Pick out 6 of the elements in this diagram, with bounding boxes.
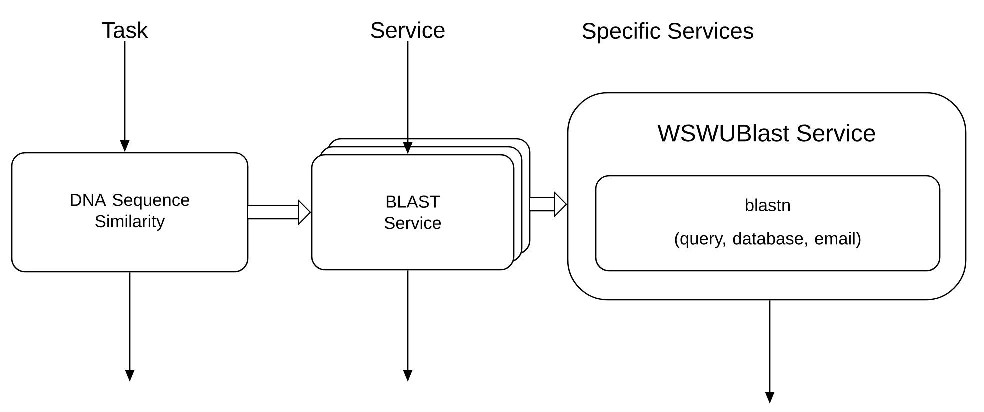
column-heading: Service <box>371 22 445 38</box>
column-heading: Task <box>102 22 148 38</box>
process-box: blastn (query, database, email) <box>595 175 941 272</box>
process-box: DNA Sequence Similarity <box>11 152 249 273</box>
column-heading: Specific Services <box>582 22 754 44</box>
process-box: BLAST Service <box>311 154 515 271</box>
